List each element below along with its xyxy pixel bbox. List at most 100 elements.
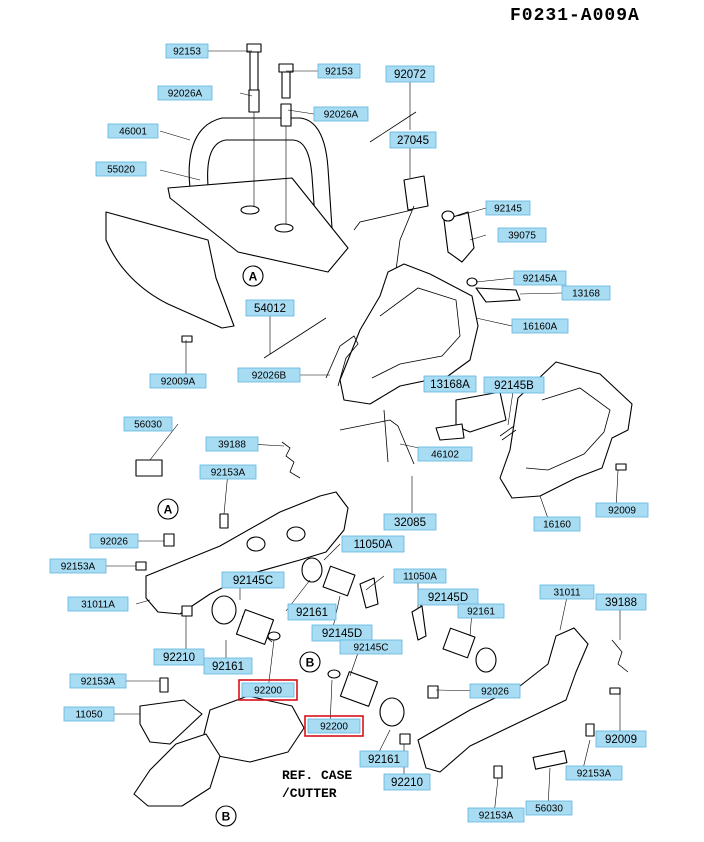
callout-box bbox=[313, 106, 369, 122]
callout-92009: 92009 bbox=[595, 502, 649, 518]
callout-box bbox=[417, 588, 479, 606]
callout-92145: 92145 bbox=[485, 200, 531, 216]
guard-base-plate bbox=[167, 177, 349, 273]
callout-46001: 46001 bbox=[107, 123, 159, 139]
throttle-cable-shape bbox=[263, 317, 327, 359]
callout-box bbox=[339, 639, 403, 655]
nut-92210-2 bbox=[399, 733, 411, 745]
callout-92026: 92026 bbox=[469, 683, 521, 699]
damper-92161-left bbox=[211, 595, 237, 625]
callout-label: 92210 bbox=[391, 777, 423, 789]
callout-box bbox=[457, 603, 505, 619]
ref-circle bbox=[242, 265, 264, 287]
callout-label: 39075 bbox=[508, 231, 536, 242]
callout-label: 92145C bbox=[233, 575, 273, 587]
callout-box bbox=[165, 43, 209, 59]
callout-label: 56030 bbox=[535, 804, 563, 815]
callout-label: 39188 bbox=[218, 440, 246, 451]
screw-92153A-5 bbox=[585, 723, 595, 737]
callout-box bbox=[317, 63, 361, 79]
callout-label: 92153A bbox=[211, 468, 246, 479]
callout-box bbox=[423, 375, 477, 393]
washer-92200-left bbox=[267, 631, 281, 641]
callout-box bbox=[533, 516, 581, 532]
screw-92009A bbox=[181, 335, 193, 343]
callout-box bbox=[393, 568, 447, 584]
callout-92153a: 92153A bbox=[69, 673, 127, 689]
callout-box bbox=[237, 367, 301, 383]
callout-13168a: 13168A bbox=[423, 375, 477, 393]
callout-label: 55020 bbox=[107, 165, 135, 176]
callout-11050a: 11050A bbox=[341, 535, 405, 553]
guard-hole-1 bbox=[240, 205, 260, 215]
callout-label: 92026A bbox=[324, 110, 359, 121]
callout-31011a: 31011A bbox=[67, 596, 129, 612]
callout-92145c: 92145C bbox=[221, 571, 285, 589]
trigger-13168A-shape bbox=[455, 391, 507, 433]
bolt-shape-1 bbox=[249, 49, 259, 93]
callout-box bbox=[359, 750, 409, 768]
callout-label: 16160 bbox=[543, 520, 571, 531]
spring-92145A-shape bbox=[466, 277, 478, 287]
callout-label: 92161 bbox=[467, 607, 495, 618]
callout-box bbox=[385, 65, 435, 83]
lever-39075-shape bbox=[443, 211, 475, 263]
callout-label: 32085 bbox=[394, 517, 426, 529]
callout-box bbox=[561, 285, 611, 301]
switch-27045-shape bbox=[403, 175, 429, 211]
callout-box bbox=[341, 535, 405, 553]
cable-hook-shape bbox=[325, 335, 359, 387]
callout-box bbox=[383, 513, 437, 531]
callout-box bbox=[389, 131, 437, 149]
callout-label: 92009 bbox=[608, 506, 636, 517]
bolt-head-2 bbox=[278, 63, 294, 73]
label-56030-right bbox=[532, 750, 568, 770]
cover-55020-shape bbox=[105, 211, 235, 329]
callout-layer: 921539215392026A92026A920724600127045550… bbox=[49, 43, 649, 823]
callout-highlight-frame bbox=[304, 715, 364, 737]
handle-half-16160A-shape bbox=[339, 263, 479, 405]
callout-box bbox=[89, 533, 139, 549]
callout-39188: 39188 bbox=[595, 593, 647, 611]
callout-box bbox=[383, 773, 431, 791]
callout-92161: 92161 bbox=[359, 750, 409, 768]
callout-label: 11050A bbox=[403, 572, 437, 583]
spring-92145-shape bbox=[441, 210, 455, 222]
callout-92210: 92210 bbox=[383, 773, 431, 791]
callout-92145b: 92145B bbox=[483, 376, 545, 394]
callout-92153a: 92153A bbox=[565, 765, 623, 781]
callout-label: 13168A bbox=[430, 379, 470, 391]
cable-tie-shape bbox=[369, 111, 417, 143]
callout-13168: 13168 bbox=[561, 285, 611, 301]
handle-31011A-shape bbox=[145, 491, 349, 615]
callout-92026: 92026 bbox=[89, 533, 139, 549]
ref-marker-b: B bbox=[215, 805, 237, 827]
callout-box bbox=[307, 718, 361, 734]
spring-92145D-right-body bbox=[442, 627, 476, 659]
callout-label: 92153 bbox=[325, 67, 353, 78]
callout-label: 11050 bbox=[75, 710, 103, 721]
screw-92009-1 bbox=[609, 687, 621, 695]
callout-highlight-frame bbox=[238, 679, 298, 701]
callout-92153a: 92153A bbox=[199, 464, 257, 480]
damper-92161-center bbox=[301, 557, 323, 583]
rod-46102-shape bbox=[339, 409, 415, 465]
callout-92026a: 92026A bbox=[313, 106, 369, 122]
callout-label: 92161 bbox=[296, 607, 328, 619]
nut-92210-1 bbox=[181, 605, 193, 617]
callout-label: 46102 bbox=[431, 450, 459, 461]
callout-label: 92153A bbox=[479, 811, 514, 822]
callout-92153: 92153 bbox=[317, 63, 361, 79]
screw-92009-2 bbox=[615, 463, 627, 471]
screw-92153A-3 bbox=[159, 677, 169, 693]
screw-92153A-1 bbox=[219, 513, 229, 529]
callout-label: 92200 bbox=[320, 722, 348, 733]
callout-label: 92026 bbox=[100, 537, 128, 548]
callout-92145d: 92145D bbox=[311, 624, 373, 642]
callout-box bbox=[241, 682, 295, 698]
callout-56030: 56030 bbox=[525, 800, 573, 816]
callout-label: 92153A bbox=[61, 562, 96, 573]
callout-label: 92145D bbox=[322, 628, 362, 640]
callout-label: 92200 bbox=[254, 686, 282, 697]
